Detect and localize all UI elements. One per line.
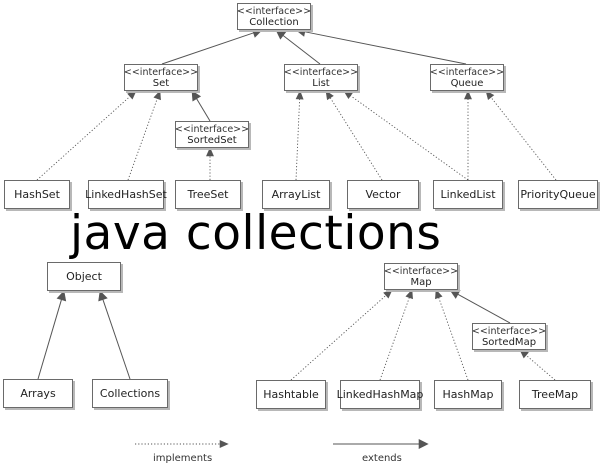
node-label: SortedMap: [481, 336, 537, 348]
edge-priorityqueue-implements-queue: [485, 90, 557, 181]
node-label: LinkedList: [440, 188, 496, 201]
node-label: Map: [410, 276, 432, 288]
stereotype-label: <<interface>>: [174, 123, 250, 135]
edge-hashset-implements-set: [36, 90, 137, 181]
node-object: Object: [47, 262, 121, 291]
edge-list-extends-collection: [275, 29, 321, 65]
edge-hashmap-implements-map: [435, 289, 469, 381]
legend-extends-label: extends: [362, 453, 402, 464]
stereotype-label: <<interface>>: [236, 5, 312, 17]
node-label: Collection: [249, 16, 299, 28]
edge-linkedhashset-implements-set: [127, 90, 161, 181]
node-hashset: HashSet: [4, 180, 70, 209]
edge-linkedlist-implements-list: [343, 90, 469, 181]
node-label: Object: [66, 270, 102, 283]
node-label: PriorityQueue: [520, 188, 596, 201]
edge-arraylist-implements-list: [295, 90, 304, 181]
edge-queue-extends-collection: [295, 26, 467, 65]
node-label: SortedSet: [187, 134, 237, 146]
stereotype-label: <<interface>>: [383, 265, 459, 277]
edge-treeset-implements-sortedset: [206, 147, 214, 180]
legend-implements-line: [135, 440, 229, 448]
node-hashtable: Hashtable: [256, 380, 326, 409]
node-collections: Collections: [92, 379, 168, 408]
stereotype-label: <<interface>>: [283, 66, 359, 78]
edge-hashtable-implements-map: [290, 289, 393, 381]
node-vector: Vector: [347, 180, 419, 209]
node-queue: <<interface>>Queue: [430, 64, 504, 91]
node-label: ArrayList: [271, 188, 321, 201]
node-sortedmap: <<interface>>SortedMap: [472, 323, 546, 350]
node-label: Hashtable: [263, 388, 319, 401]
edge-linkedlist-implements-queue: [464, 90, 472, 180]
node-priorityqueue: PriorityQueue: [518, 180, 598, 209]
edge-set-extends-collection: [161, 28, 263, 65]
node-arraylist: ArrayList: [262, 180, 330, 209]
legend-implements-label: implements: [153, 453, 213, 464]
node-label: LinkedHashMap: [336, 388, 424, 401]
node-sortedset: <<interface>>SortedSet: [175, 121, 249, 148]
node-linkedhashmap: LinkedHashMap: [337, 380, 423, 409]
edge-arrays-extends-object: [37, 290, 67, 380]
node-label: Vector: [365, 188, 401, 201]
edge-vector-implements-list: [325, 90, 383, 181]
edge-collections-extends-object: [98, 290, 131, 380]
node-arrays: Arrays: [3, 379, 73, 408]
node-label: TreeMap: [531, 388, 579, 401]
node-label: TreeSet: [187, 188, 229, 201]
node-label: LinkedHashSet: [85, 188, 167, 201]
node-linkedhashset: LinkedHashSet: [85, 180, 167, 209]
node-map: <<interface>>Map: [384, 263, 458, 290]
edge-linkedhashmap-implements-map: [379, 289, 413, 381]
node-label: Collections: [99, 387, 161, 400]
node-label: HashMap: [442, 388, 494, 401]
stereotype-label: <<interface>>: [123, 66, 199, 78]
node-linkedlist: LinkedList: [433, 180, 503, 209]
node-label: Queue: [450, 77, 484, 89]
node-collection: <<interface>>Collection: [237, 3, 311, 30]
node-list: <<interface>>List: [284, 64, 358, 91]
diagram-title: java collections: [70, 206, 442, 261]
node-treemap: TreeMap: [519, 380, 591, 409]
edge-sortedmap-extends-map: [449, 289, 511, 324]
edge-sortedset-extends-set: [191, 90, 211, 122]
edge-treemap-implements-sortedmap: [519, 349, 556, 381]
stereotype-label: <<interface>>: [429, 66, 505, 78]
node-label: Arrays: [20, 387, 56, 400]
stereotype-label: <<interface>>: [471, 325, 547, 337]
node-set: <<interface>>Set: [124, 64, 198, 91]
legend-extends-line: [333, 439, 429, 449]
node-label: Set: [152, 77, 170, 89]
node-treeset: TreeSet: [175, 180, 241, 209]
node-label: HashSet: [14, 188, 60, 201]
node-label: List: [312, 77, 330, 89]
node-hashmap: HashMap: [434, 380, 502, 409]
